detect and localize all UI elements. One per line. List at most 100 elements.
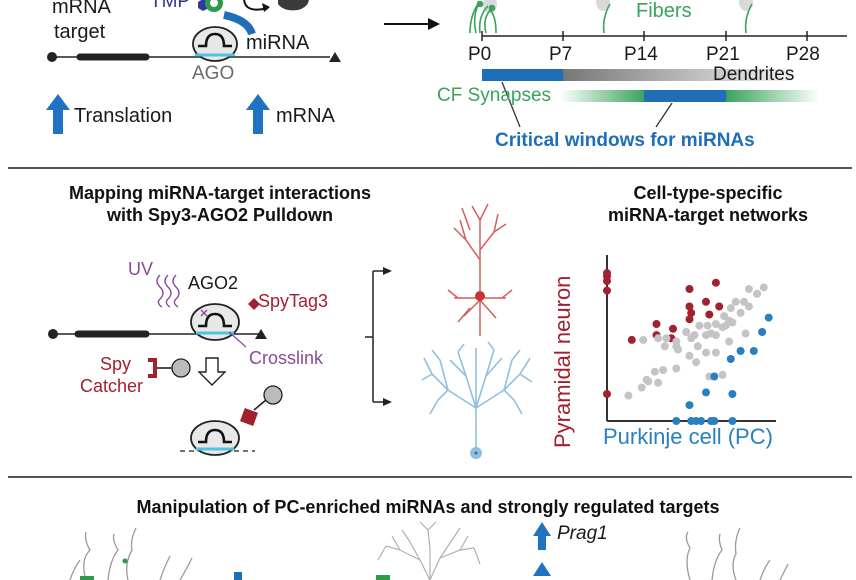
critical-windows-label: Critical windows for miRNAs (495, 130, 755, 151)
networks-title-line2: miRNA-target networks (607, 205, 809, 225)
climbing-fiber-p21 (739, 0, 753, 34)
scatter-point-neutral (702, 348, 710, 357)
scatter-point-purkinje-enriched (702, 388, 710, 397)
scatter-point-neutral (639, 335, 648, 344)
scatter-point-pyramidal-enriched (687, 308, 696, 317)
scatter-point-pyramidal-enriched (685, 285, 694, 293)
scatter-point-neutral (718, 370, 727, 379)
pc-dendrites-right-icon (685, 527, 789, 580)
scatter-point-neutral (731, 297, 740, 306)
climbing-fibers-label: Fibers (636, 0, 692, 22)
scatter-point-neutral (654, 378, 663, 387)
scatter-point-neutral (741, 329, 750, 338)
scatter-point-pyramidal-enriched (711, 278, 720, 287)
scatter-point-purkinje-enriched (726, 355, 735, 363)
panel-spy3-ago2-pulldown: Mapping miRNA-target interactions with S… (0, 170, 430, 470)
spytag3-label: SpyTag3 (258, 291, 329, 311)
cf-synapses-label: CF Synapses (437, 85, 552, 106)
scatter-point-neutral (744, 285, 753, 293)
translation-label: Translation (74, 105, 173, 127)
spytag-catcher-complex-icon (240, 408, 258, 426)
critical-window-pointer-2 (655, 102, 673, 128)
down-arrow-icon (197, 357, 227, 386)
critical-window-pointer-1 (501, 81, 521, 128)
climbing-fiber-cluster-p0 (469, 0, 497, 34)
second-up-arrow-icon (533, 562, 551, 576)
scatter-point-purkinje-enriched (749, 347, 758, 355)
dendrites-label: Dendrites (713, 64, 795, 85)
polya-tail-icon (255, 329, 267, 339)
divider-bottom (8, 476, 852, 478)
scatter-plot (603, 255, 776, 425)
scatter-point-purkinje-enriched (697, 417, 706, 425)
ago-complex-icon (192, 26, 238, 62)
scatter-point-neutral (711, 320, 720, 328)
panel-mirna-mechanism: mRNA target TMP miRNA AGO Translation mR… (0, 0, 360, 160)
cap-5prime-icon (47, 52, 57, 62)
cf-synapses-critical-window-bar (644, 90, 726, 102)
scatter-point-neutral (672, 342, 681, 351)
scatter-point-pyramidal-enriched (685, 315, 694, 324)
dendrites-critical-window-bar (482, 69, 563, 81)
scatter-point-purkinje-enriched (728, 417, 737, 425)
mirna-label: miRNA (246, 32, 310, 54)
scatter-point-neutral (687, 334, 696, 343)
scatter-point-purkinje-enriched (728, 390, 737, 398)
cf-synapses-bar-right (726, 90, 820, 102)
uv-label: UV (128, 259, 154, 279)
scatter-point-purkinje-enriched (758, 328, 767, 336)
scatter-point-neutral (693, 342, 702, 351)
scatter-point-neutral (725, 337, 734, 346)
scatter-point-pyramidal-enriched (603, 286, 611, 295)
tick-label-p7: P7 (549, 44, 573, 65)
manipulation-title: Manipulation of PC-enriched miRNAs and s… (136, 497, 720, 517)
uv-waves-icon (156, 274, 180, 308)
protein-blob-icon (278, 0, 309, 11)
scatter-point-neutral (720, 312, 729, 321)
scatter-point-neutral (637, 383, 646, 392)
scatter-point-neutral (659, 366, 668, 375)
pulldown-diagram (48, 267, 392, 456)
scatter-xlabel: Purkinje cell (PC) (603, 424, 773, 449)
scatter-point-neutral (644, 377, 653, 386)
mirna-arc-icon (223, 11, 256, 36)
scatter-point-neutral (662, 334, 671, 343)
scatter-point-pyramidal-enriched (603, 277, 611, 286)
spine-cluster-icon (376, 575, 390, 580)
scatter-point-neutral (682, 328, 691, 336)
mrna-target-label-line2: target (54, 21, 106, 43)
panel-developmental-timeline: Fibers P0 P7 P14 P21 P28 (437, 0, 856, 160)
cap-5prime-icon (48, 329, 58, 339)
mrna-target-diagram (46, 0, 341, 134)
pulldown-title: Mapping miRNA-target interactions with S… (20, 182, 420, 226)
prag1-up-arrow-icon (533, 522, 551, 550)
scatter-point-pyramidal-enriched (715, 302, 724, 311)
mirna-loop-icon (198, 32, 232, 48)
branch-arrows-icon (365, 270, 384, 403)
tick-label-p21: P21 (706, 44, 740, 65)
tmp-label: TMP (150, 0, 191, 12)
cf-synapses-bar-left (560, 90, 644, 102)
scatter-point-neutral (759, 283, 768, 292)
pyramidal-neuron-icon (447, 203, 513, 336)
tick-label-p14: P14 (624, 44, 658, 65)
spine-icon (122, 558, 128, 564)
scatter-point-neutral (654, 334, 663, 343)
polya-tail-icon (329, 52, 341, 62)
scatter-point-neutral (703, 321, 712, 330)
mrna-up-arrow-icon (246, 94, 270, 134)
spycatcher-icon (148, 358, 157, 378)
ago-label: AGO (192, 63, 235, 84)
scatter-point-neutral (718, 323, 727, 332)
scatter-ylabel: Pyramidal neuron (550, 275, 575, 448)
spycatcher-label-line2: Catcher (80, 376, 144, 396)
down-arrow-stem-icon (234, 572, 242, 580)
manipulation-diagram (69, 521, 789, 580)
scatter-point-neutral (650, 367, 659, 376)
divider-top (8, 167, 852, 169)
scatter-point-neutral (692, 358, 701, 367)
spine-cluster-icon (80, 576, 94, 580)
climbing-fibers-diagram (469, 0, 753, 34)
ago2-pulled-down-icon (190, 420, 240, 456)
scatter-point-purkinje-enriched (710, 417, 719, 425)
